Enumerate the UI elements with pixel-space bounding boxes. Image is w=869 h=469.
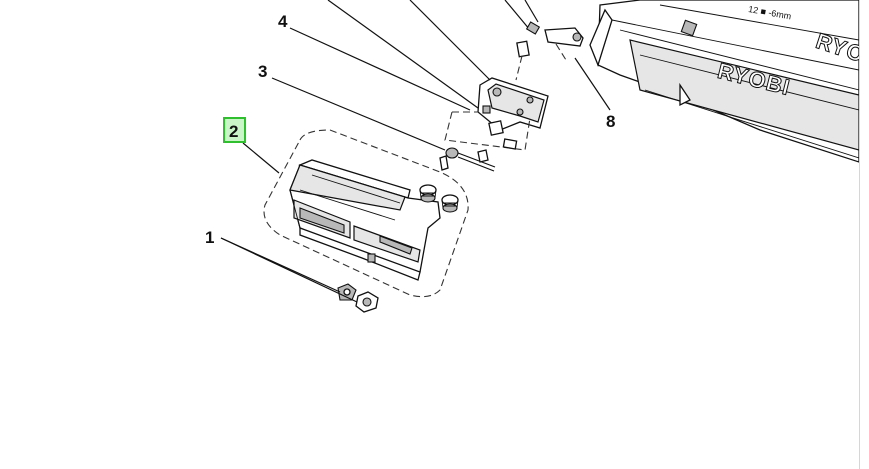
callout-3[interactable]: 3 [258, 62, 267, 81]
callout-2[interactable]: 2 [229, 122, 238, 141]
part-2-group [263, 129, 469, 298]
subassembly-outline [444, 111, 531, 151]
upper-fasteners [504, 0, 584, 81]
saw-body: RYOBI RYO 12 ■ -6mm [589, 0, 859, 163]
callout-8[interactable]: 8 [606, 112, 615, 131]
springs [419, 184, 459, 213]
callout-1[interactable]: 1 [205, 228, 214, 247]
screw-shaft [439, 147, 496, 172]
callout-4[interactable]: 4 [278, 12, 288, 31]
scroll-rail[interactable] [859, 0, 869, 469]
mounting-bracket [477, 77, 549, 131]
callouts: 1 2 3 4 8 [205, 12, 615, 247]
leader-lines [220, 0, 611, 303]
nuts [337, 283, 379, 313]
callout-2-highlight [223, 117, 246, 143]
